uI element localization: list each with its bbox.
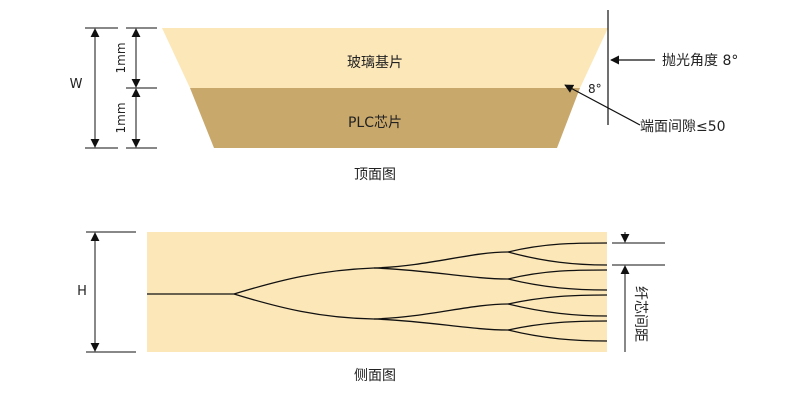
waveguide-output-7 <box>507 320 608 331</box>
waveguide-output-8 <box>507 329 608 342</box>
waveguide-output-6 <box>507 303 608 317</box>
fiber-pitch-label: 纤芯间距 <box>632 286 648 342</box>
end-gap-leader <box>564 84 641 126</box>
waveguide-output-3 <box>507 269 608 280</box>
waveguide-output-5 <box>507 294 608 305</box>
glass-substrate <box>162 28 608 88</box>
waveguide-branch-1b <box>373 267 509 280</box>
top-view: 玻璃基片 PLC芯片 W 1mm 1mm 抛光角度 8° 8° 端面间隙≤50 … <box>70 10 738 183</box>
waveguide-splitter <box>147 242 608 342</box>
waveguide-branch-upper <box>233 267 375 295</box>
waveguide-branch-2b <box>373 318 509 331</box>
glass-label: 玻璃基片 <box>347 54 403 71</box>
waveguide-output-4 <box>507 278 608 291</box>
dim-1mm-upper: 1mm <box>114 42 128 73</box>
waveguide-output-1 <box>507 242 608 253</box>
plc-label: PLC芯片 <box>348 115 402 131</box>
top-view-caption: 顶面图 <box>354 167 396 183</box>
dim-h-label: H <box>77 284 87 299</box>
side-view-caption: 侧面图 <box>354 368 396 384</box>
side-substrate <box>147 232 607 352</box>
dim-w-label: W <box>70 77 83 92</box>
side-view: H 纤芯间距 侧面图 <box>77 231 665 384</box>
waveguide-branch-2a <box>373 303 509 320</box>
dim-1mm-lower: 1mm <box>114 102 128 133</box>
waveguide-output-2 <box>507 251 608 266</box>
end-gap-label: 端面间隙≤50 <box>640 119 726 135</box>
angle-mark: 8° <box>588 82 602 96</box>
waveguide-branch-lower <box>233 293 375 320</box>
polish-angle-label: 抛光角度 8° <box>662 53 738 69</box>
plc-chip <box>190 88 580 148</box>
waveguide-branch-1a <box>373 251 509 269</box>
